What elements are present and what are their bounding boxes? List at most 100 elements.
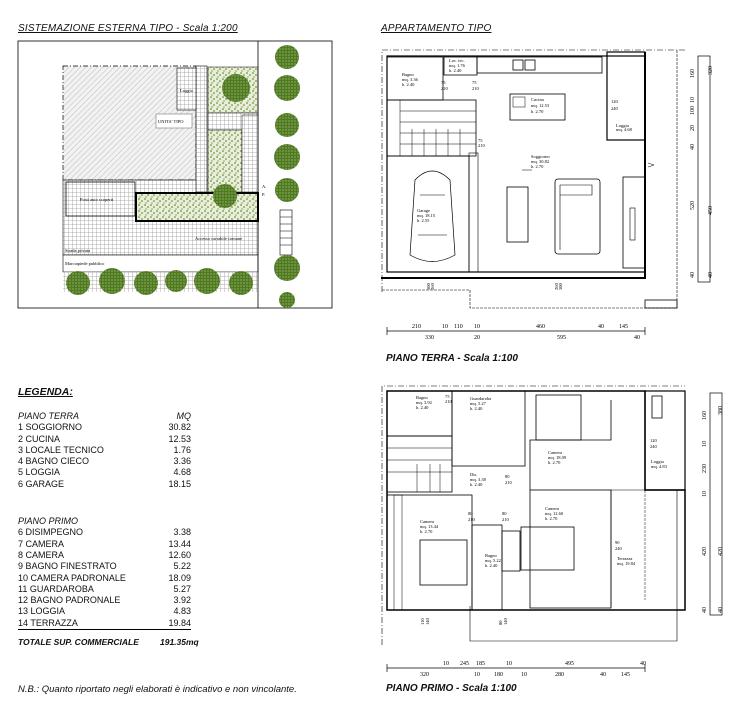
room-label: h. 2.70 xyxy=(420,529,433,534)
room-label: 300 xyxy=(426,283,431,291)
room-label: mq. 3.36 xyxy=(402,77,419,82)
room-name: 9 BAGNO FINESTRATO xyxy=(18,561,117,572)
room-label: 75 xyxy=(441,80,446,85)
tree-icon xyxy=(274,75,300,101)
room-area: 5.22 xyxy=(173,561,191,572)
site-plan-title: SISTEMAZIONE ESTERNA TIPO - Scala 1:200 xyxy=(18,23,238,34)
tree-icon xyxy=(275,113,299,137)
room-name: 5 LOGGIA xyxy=(18,467,61,478)
ground-floor-title: PIANO TERRA - Scala 1:100 xyxy=(386,353,518,364)
dimension-value: 40 xyxy=(690,272,696,278)
legend-title: LEGENDA: xyxy=(18,386,73,398)
room-area: 18.09 xyxy=(168,572,191,583)
room-label: Loggia xyxy=(651,459,664,464)
room-name: 12 BAGNO PADRONALE xyxy=(18,595,121,606)
room-label: Loggia xyxy=(616,123,629,128)
tree-icon xyxy=(194,268,220,294)
room-label: 80 xyxy=(498,620,503,625)
dimension-value: 520 xyxy=(690,201,696,210)
dimension-value: 40 xyxy=(702,607,708,613)
room-label: mq. 4.68 xyxy=(616,127,633,132)
room-label: 210 xyxy=(505,480,513,485)
room-name: 1 SOGGIORNO xyxy=(18,422,83,433)
tree-icon xyxy=(275,178,299,202)
room-label: h. 2.70 xyxy=(531,109,544,114)
dimension-value: 420 xyxy=(718,547,724,556)
unit-header: MQ xyxy=(176,411,192,421)
dimension-line xyxy=(697,55,711,283)
garden xyxy=(207,129,243,193)
room-name: 3 LOCALE TECNICO xyxy=(18,444,104,455)
dimension-value: 595 xyxy=(557,335,566,341)
room-label: 80 xyxy=(502,511,507,516)
disclaimer-note: N.B.: Quanto riportato negli elaborati è… xyxy=(18,684,297,695)
dimension-value: 10 xyxy=(474,324,480,330)
dimension-value: 10 xyxy=(443,661,449,667)
room-label: h. 2.55 xyxy=(417,218,430,223)
room-area: 3.36 xyxy=(173,456,191,467)
tree-icon xyxy=(165,270,187,292)
room-area: 19.84 xyxy=(168,617,191,628)
room-label: 90 xyxy=(615,540,620,545)
room-label: Camera xyxy=(545,506,559,511)
legend-row: 5 LOGGIA 4.68 xyxy=(18,467,191,478)
legend-row: 6 GARAGE 18.15 xyxy=(18,479,191,490)
site-label: A. xyxy=(262,184,266,189)
dimension-value: 10 xyxy=(474,672,480,678)
dimension-value: 40 xyxy=(598,324,604,330)
site-label: Loggia xyxy=(180,88,193,93)
room-label: mq. 3.92 xyxy=(416,400,432,405)
total-label: TOTALE SUP. COMMERCIALE xyxy=(18,637,139,647)
tree-icon xyxy=(229,271,253,295)
room-label: 210 xyxy=(445,399,453,404)
room-label: 140 xyxy=(503,618,508,626)
room-label: 240 xyxy=(615,546,623,551)
room-label: h. 2.70 xyxy=(545,516,558,521)
dimension-value: 20 xyxy=(690,125,696,131)
legend-first-header: PIANO PRIMO xyxy=(18,516,191,527)
dimension-value: 160 xyxy=(702,411,708,420)
room-label: h. 2.70 xyxy=(531,164,544,169)
room-area: 12.60 xyxy=(168,549,191,560)
room-name: 11 GUARDAROBA xyxy=(18,583,94,594)
tree-icon xyxy=(274,255,300,281)
room-name: 4 BAGNO CIECO xyxy=(18,456,90,467)
first-floor-title: PIANO PRIMO - Scala 1:100 xyxy=(386,683,517,694)
total-area: TOTALE SUP. COMMERCIALE 191.35mq xyxy=(18,637,199,647)
room-label: mq. 5.22 xyxy=(485,558,501,563)
room-label: mq. 13.44 xyxy=(420,524,439,529)
dimension-value: 40 xyxy=(690,144,696,150)
dimension-value: 180 xyxy=(494,672,503,678)
room-label: 120 xyxy=(611,99,619,104)
room-name: 13 LOGGIA xyxy=(18,606,66,617)
room-label: 260 xyxy=(430,283,435,291)
dimension-value: 495 xyxy=(565,661,574,667)
car-icon xyxy=(409,170,456,262)
room-area: 4.68 xyxy=(173,467,191,478)
dimension-value: 320 xyxy=(708,66,714,75)
room-label: 240 xyxy=(611,106,619,111)
room-name: 6 DISIMPEGNO xyxy=(18,527,84,538)
room-label: 210 xyxy=(441,86,449,91)
dimension-value: 40 xyxy=(718,607,724,613)
first-header: PIANO PRIMO xyxy=(18,516,79,527)
room-label: h. 2.40 xyxy=(470,406,483,411)
room-label: 260 xyxy=(554,283,559,291)
room-label: 75 xyxy=(478,138,483,143)
room-label: 210 xyxy=(502,517,510,522)
room-label: 140 xyxy=(425,618,430,626)
dimension-value: 280 xyxy=(555,672,564,678)
room-area: 18.15 xyxy=(168,478,191,489)
room-label: 210 xyxy=(478,143,486,148)
dimension-value: 10 xyxy=(702,491,708,497)
room-label: mq. 18.09 xyxy=(548,455,567,460)
dimension-value: 10 xyxy=(690,97,696,103)
room-label: 300 xyxy=(558,283,563,291)
room-name: 6 GARAGE xyxy=(18,478,65,489)
room-label: 120 xyxy=(650,438,658,443)
dimension-value: 245 xyxy=(460,661,469,667)
